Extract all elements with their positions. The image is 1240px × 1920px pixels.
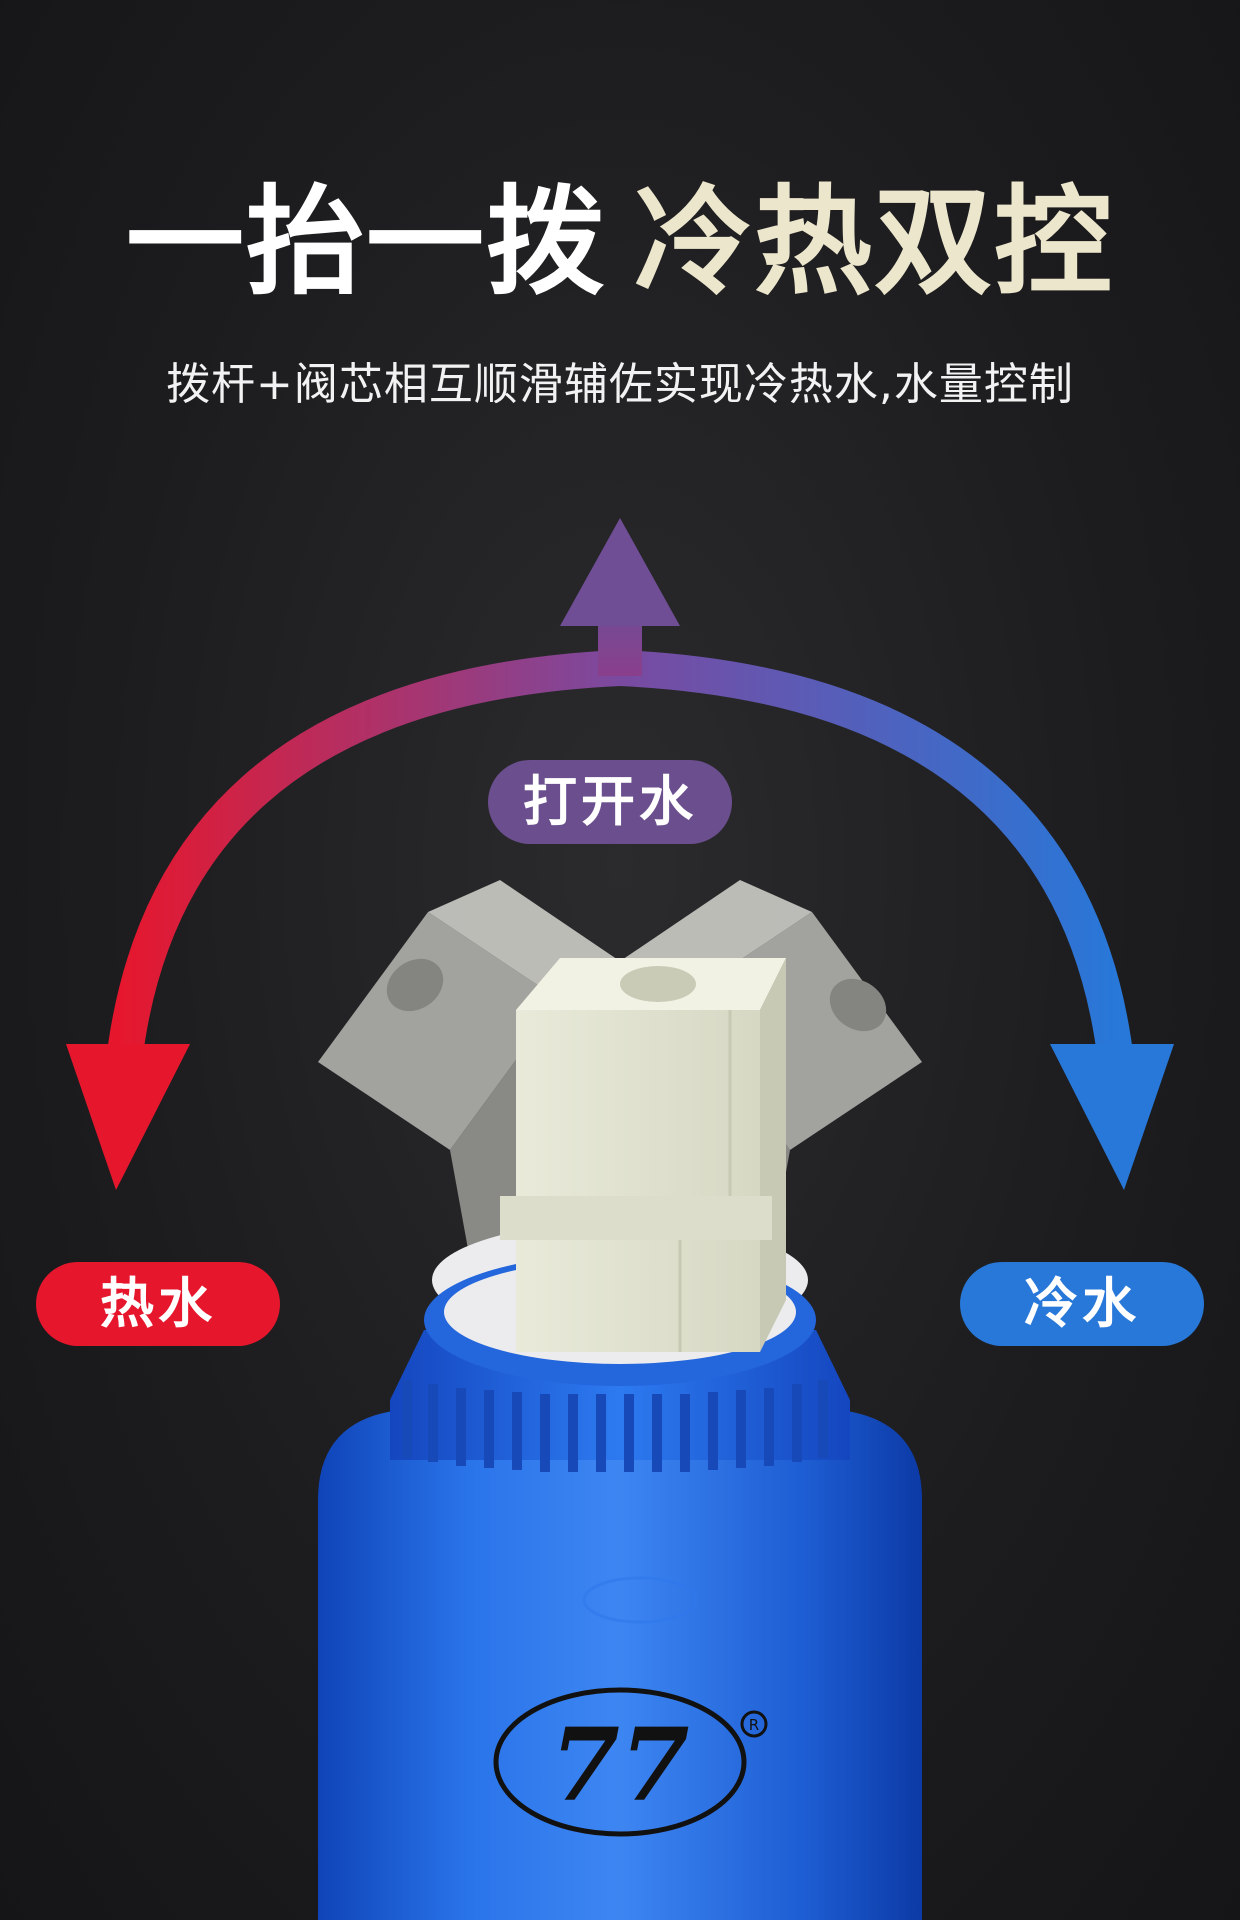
svg-text:R: R bbox=[749, 1716, 759, 1734]
headline-part1: 一抬一拨 bbox=[125, 173, 606, 311]
page-headline: 一抬一拨冷热双控 bbox=[0, 177, 1240, 308]
embossed-logo bbox=[582, 1576, 698, 1624]
main-lever bbox=[500, 958, 786, 1352]
headline-part2: 冷热双控 bbox=[634, 173, 1115, 311]
hot-arrow-icon bbox=[66, 1044, 190, 1190]
svg-text:77: 77 bbox=[550, 1706, 689, 1824]
open-arrow-icon bbox=[560, 518, 680, 626]
cold-water-label: 冷水 bbox=[960, 1262, 1204, 1346]
cartridge-body bbox=[318, 1410, 922, 1920]
hot-water-label: 热水 bbox=[36, 1262, 280, 1346]
page-subtitle: 拨杆+阀芯相互顺滑辅佐实现冷热水,水量控制 bbox=[166, 359, 1074, 410]
qq-brand-logo: 77 R bbox=[493, 1687, 768, 1837]
open-water-label: 打开水 bbox=[488, 760, 732, 844]
cold-arrow-icon bbox=[1050, 1044, 1174, 1190]
